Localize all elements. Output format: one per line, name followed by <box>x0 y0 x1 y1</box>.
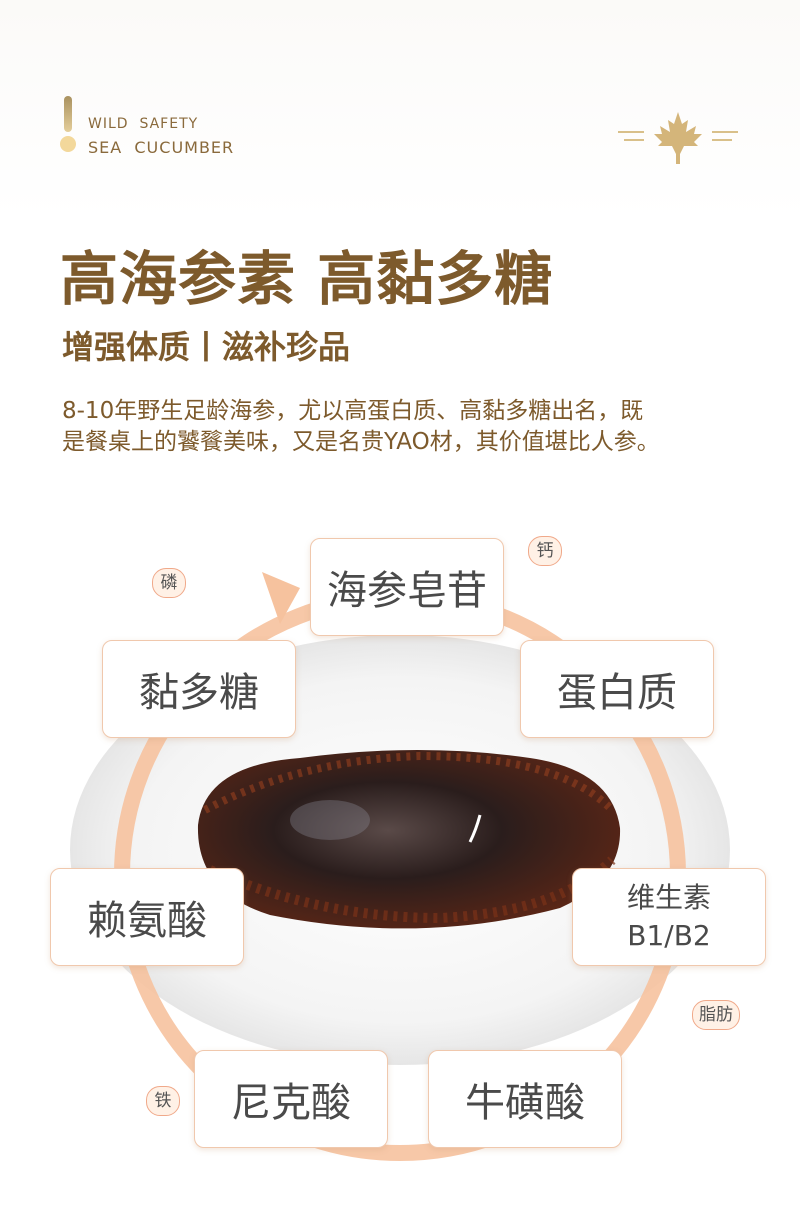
product-description: 8-10年野生足龄海参，尤以高蛋白质、高黏多糖出名，既是餐桌上的饕餮美味，又是名… <box>62 398 660 455</box>
mineral-tag-calcium: 钙 <box>528 536 562 566</box>
brand-badge: WILD SAFETY SEA CUCUMBER <box>60 96 260 166</box>
nutrient-lysine-label: 赖氨酸 <box>87 898 207 944</box>
nutrient-lysine: 赖氨酸 <box>50 868 244 966</box>
mineral-tag-fat: 脂肪 <box>692 1000 740 1030</box>
nutrient-vitamin-label: 维生素 <box>626 881 711 914</box>
nutrient-saponin-label: 海参皂苷 <box>327 568 487 614</box>
nutrient-niacin: 尼克酸 <box>194 1050 388 1148</box>
nutrient-saponin: 海参皂苷 <box>310 538 504 636</box>
sea-cucumber-image <box>197 750 621 929</box>
badge-line-2: SEA CUCUMBER <box>88 138 235 157</box>
nutrient-diagram: 海参皂苷 蛋白质 维生素 B1/B2 牛磺酸 尼克酸 赖氨酸 黏多糖 磷 钙 脂… <box>0 520 800 1180</box>
badge-line-1: WILD SAFETY <box>88 116 199 132</box>
nutrient-vitamin-sub: B1/B2 <box>627 919 711 952</box>
nutrient-taurine: 牛磺酸 <box>428 1050 622 1148</box>
nutrient-protein: 蛋白质 <box>520 640 714 738</box>
ring-arrow-icon <box>262 572 300 624</box>
nutrient-taurine-label: 牛磺酸 <box>465 1080 585 1126</box>
mineral-tag-iron: 铁 <box>146 1086 180 1116</box>
nutrient-mucopolysaccharide: 黏多糖 <box>102 640 296 738</box>
nutrient-vitamin: 维生素 B1/B2 <box>572 868 766 966</box>
badge-dot-icon <box>60 136 76 152</box>
nutrient-niacin-label: 尼克酸 <box>231 1080 351 1126</box>
maple-leaf-icon <box>618 112 738 164</box>
badge-bar-icon <box>64 96 72 132</box>
nutrient-mucopolysaccharide-label: 黏多糖 <box>139 670 259 716</box>
page-subtitle: 增强体质丨滋补珍品 <box>62 328 351 366</box>
page-title: 高海参素 高黏多糖 <box>60 245 554 313</box>
mineral-tag-phosphorus: 磷 <box>152 568 186 598</box>
nutrient-protein-label: 蛋白质 <box>557 670 677 716</box>
